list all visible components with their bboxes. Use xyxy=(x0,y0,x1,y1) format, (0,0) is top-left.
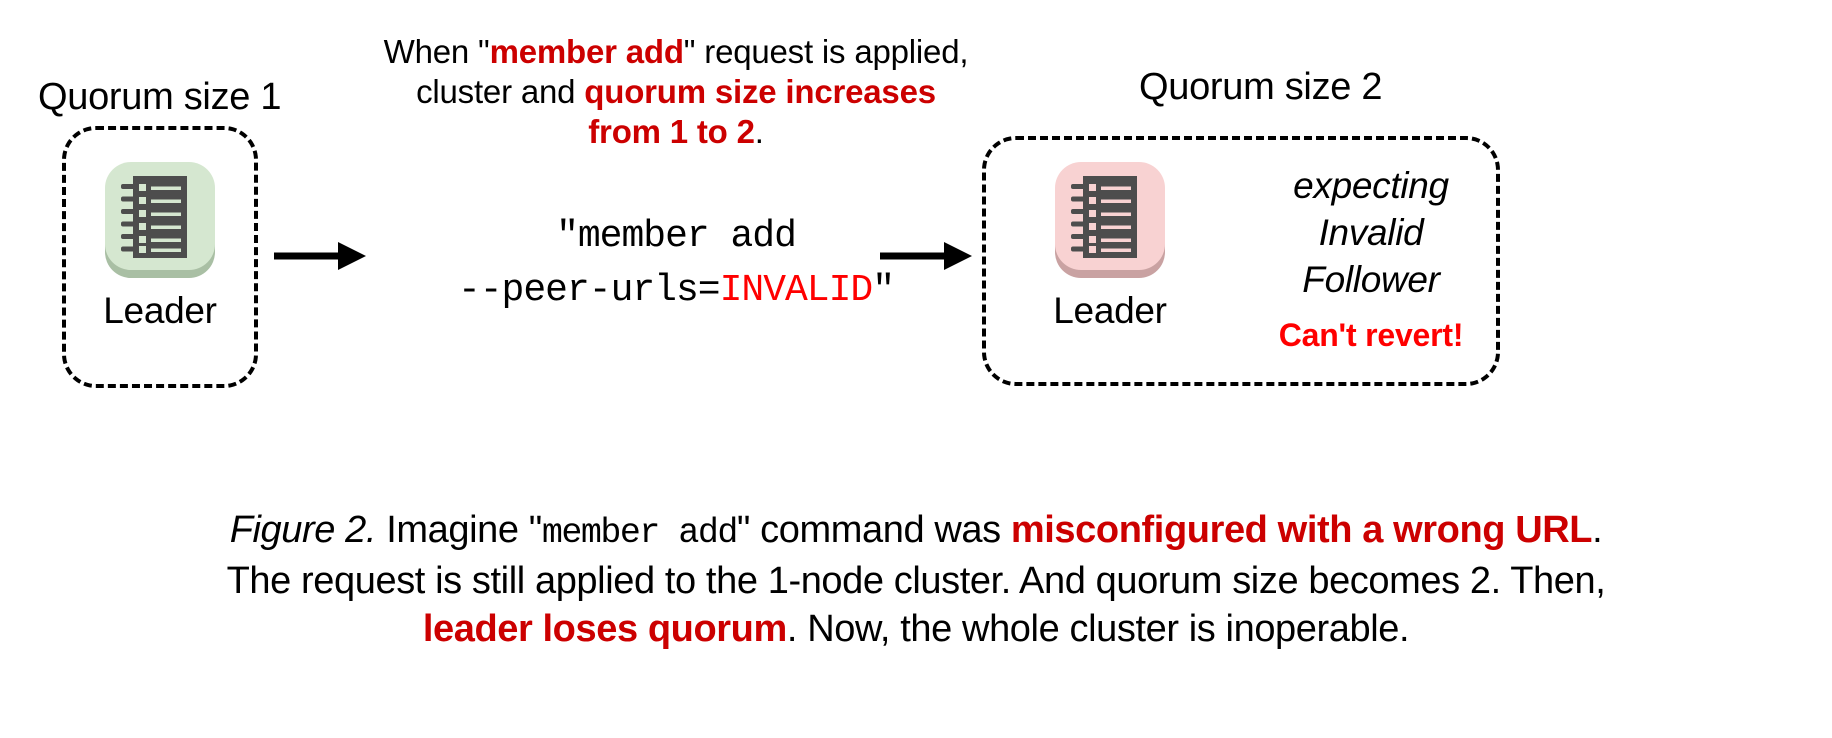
caption-seg-1: Imagine " xyxy=(376,509,542,551)
arrow-apply-request xyxy=(272,234,368,283)
explanation-line-2: cluster and quorum size increases xyxy=(316,72,1036,112)
explanation-line-3: from 1 to 2. xyxy=(316,112,1036,152)
note-line-1: expecting xyxy=(1293,165,1449,206)
explanation-text: When "member add" request is applied, cl… xyxy=(316,32,1036,152)
etcd-node-ledger-icon xyxy=(105,162,215,270)
left-node-label: Leader xyxy=(103,290,217,331)
right-cluster-boundary xyxy=(982,136,1500,386)
figure-caption: Figure 2. Imagine "member add" command w… xyxy=(40,506,1792,653)
explain-3-post: . xyxy=(754,113,764,150)
caption-seg-2: " command was xyxy=(736,509,1011,551)
caption-seg-3: . xyxy=(1592,509,1603,551)
command-line-2: --peer-urls=INVALID" xyxy=(376,264,976,318)
ledger-icon-glyph xyxy=(1071,176,1137,258)
caption-command-mono: member add xyxy=(541,513,739,553)
explain-2-bold: quorum size increases xyxy=(584,73,936,110)
caption-line-2: The request is still applied to the 1-no… xyxy=(226,560,1606,602)
explain-1-bold: member add xyxy=(489,33,684,70)
arrow-right-icon xyxy=(880,242,972,270)
command-snippet: "member add --peer-urls=INVALID" xyxy=(376,210,976,318)
left-cluster-title: Quorum size 1 xyxy=(38,76,282,118)
right-node-label: Leader xyxy=(1053,290,1167,331)
explain-2-pre: cluster and xyxy=(416,73,585,110)
explain-3-bold: from 1 to 2 xyxy=(588,113,755,150)
etcd-node-ledger-icon xyxy=(1055,162,1165,270)
ledger-icon-glyph xyxy=(121,176,187,258)
command-line-1: "member add xyxy=(556,215,797,258)
explanation-line-1: When "member add" request is applied, xyxy=(316,32,1036,72)
cant-revert-warning: Can't revert! xyxy=(1278,317,1464,353)
caption-seg-5: . Now, the whole cluster is inoperable. xyxy=(786,608,1410,650)
command-flag: --peer-urls= xyxy=(457,269,721,312)
left-node-icon-wrap xyxy=(101,156,219,280)
explain-1-post: " request is applied, xyxy=(683,33,969,70)
right-cluster-note: expecting Invalid Follower Can't revert! xyxy=(1245,162,1497,354)
right-cluster-node: Leader xyxy=(1034,156,1186,332)
arrow-right-icon xyxy=(274,242,366,270)
left-cluster-boundary xyxy=(62,126,258,388)
right-node-icon-wrap xyxy=(1051,156,1169,280)
caption-figure-label: Figure 2. xyxy=(229,509,377,551)
arrow-result-state xyxy=(878,234,974,283)
command-closing-quote: " xyxy=(872,269,895,312)
command-invalid-value: INVALID xyxy=(719,269,874,312)
right-cluster-title: Quorum size 2 xyxy=(1139,66,1383,108)
note-line-2: Invalid xyxy=(1318,212,1424,253)
caption-line-3: leader loses quorum. Now, the whole clus… xyxy=(40,605,1792,653)
left-cluster-node: Leader xyxy=(84,156,236,332)
caption-line-1: Figure 2. Imagine "member add" command w… xyxy=(40,506,1792,557)
caption-bold-leader-loses-quorum: leader loses quorum xyxy=(422,608,787,650)
explain-1-pre: When " xyxy=(383,33,490,70)
note-line-3: Follower xyxy=(1302,259,1440,300)
caption-bold-misconfigured: misconfigured with a wrong URL xyxy=(1010,509,1593,551)
